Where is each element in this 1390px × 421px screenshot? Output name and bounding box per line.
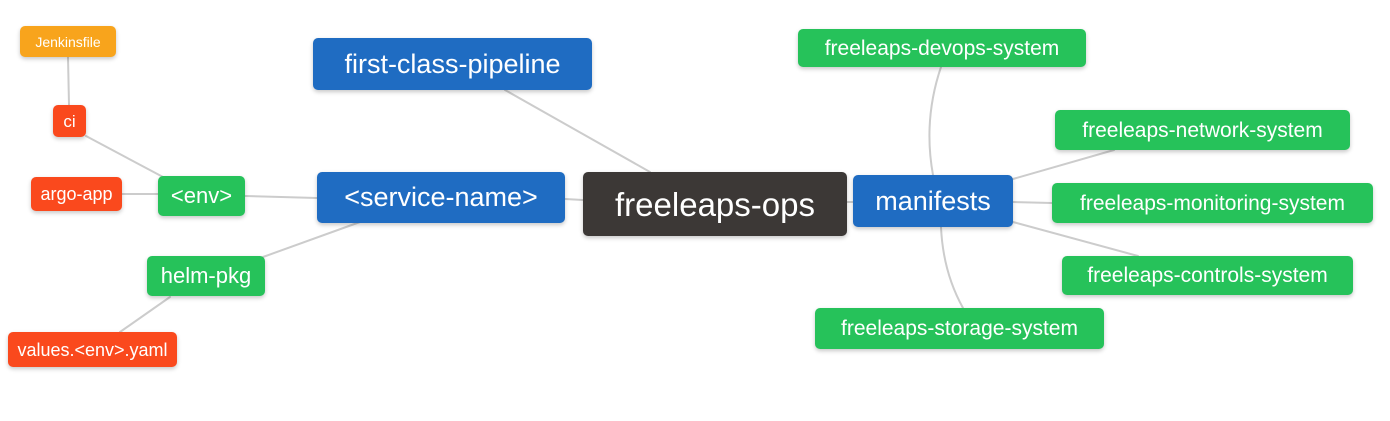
node-freeleaps-controls-system[interactable]: freeleaps-controls-system [1062,256,1353,295]
node-service-name[interactable]: <service-name> [317,172,565,223]
node-values-env-yaml[interactable]: values.<env>.yaml [8,332,177,367]
edge-values-env-yaml-helm-pkg [119,296,171,333]
node-label: <env> [170,183,233,208]
node-label: freeleaps-network-system [1082,118,1323,142]
node-label: freeleaps-storage-system [841,317,1078,340]
node-label: first-class-pipeline [344,48,561,79]
node-freeleaps-storage-system[interactable]: freeleaps-storage-system [815,308,1104,349]
edge-ci-env [85,135,164,178]
node-env[interactable]: <env> [158,176,245,216]
edge-manifests-freeleaps-network-system [1012,149,1115,180]
node-freeleaps-network-system[interactable]: freeleaps-network-system [1055,110,1350,150]
node-first-class-pipeline[interactable]: first-class-pipeline [313,38,592,90]
node-freeleaps-monitoring-system[interactable]: freeleaps-monitoring-system [1052,183,1373,223]
node-argo-app[interactable]: argo-app [31,177,122,211]
node-label: argo-app [40,184,113,204]
node-label: helm-pkg [160,263,252,288]
edge-manifests-freeleaps-storage-system [940,226,964,309]
node-label: freeleaps-ops [615,185,815,223]
node-label: <service-name> [344,182,538,212]
node-label: freeleaps-devops-system [824,36,1060,60]
node-ci[interactable]: ci [53,105,86,137]
node-label: Jenkinsfile [35,33,101,50]
edge-env-service-name [244,195,318,199]
node-freeleaps-devops-system[interactable]: freeleaps-devops-system [798,29,1086,67]
node-label: ci [63,111,76,131]
node-label: freeleaps-controls-system [1087,264,1328,287]
edge-jenkinsfile-ci [67,56,70,106]
edge-manifests-freeleaps-controls-system [1012,221,1139,257]
edge-service-name-freeleaps-ops [564,198,584,201]
edge-helm-pkg-service-name [262,221,361,258]
node-jenkinsfile[interactable]: Jenkinsfile [20,26,116,57]
node-label: values.<env>.yaml [17,339,168,360]
node-label: manifests [875,185,991,216]
node-helm-pkg[interactable]: helm-pkg [147,256,265,296]
edge-manifests-freeleaps-devops-system [928,66,942,176]
node-manifests[interactable]: manifests [853,175,1013,227]
edge-first-class-pipeline-freeleaps-ops [504,89,651,173]
edge-manifests-freeleaps-monitoring-system [1012,201,1053,204]
node-freeleaps-ops[interactable]: freeleaps-ops [583,172,847,236]
node-label: freeleaps-monitoring-system [1080,191,1345,215]
